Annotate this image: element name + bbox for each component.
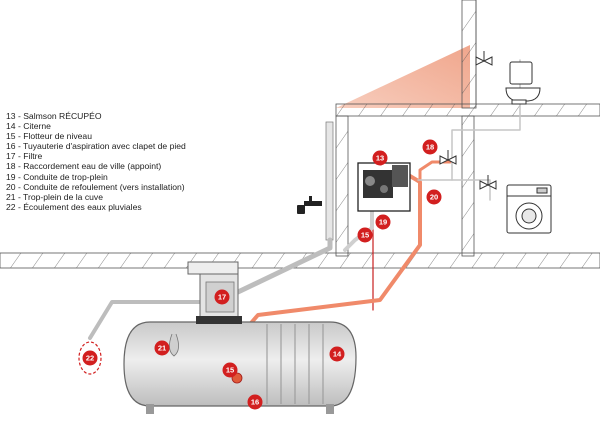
legend-item: 16 - Tuyauterie d'aspiration avec clapet… bbox=[6, 141, 186, 152]
wc-icon bbox=[505, 61, 541, 105]
legend-item: 17 - Filtre bbox=[6, 151, 43, 162]
tank bbox=[123, 321, 357, 414]
svg-text:22: 22 bbox=[86, 354, 94, 363]
city-water-pipe bbox=[418, 160, 452, 184]
callout-15-lower: 15 bbox=[222, 362, 238, 378]
svg-text:15: 15 bbox=[226, 366, 234, 375]
pump-unit-icon bbox=[357, 162, 411, 212]
callout-21: 21 bbox=[154, 340, 170, 356]
svg-text:15: 15 bbox=[361, 231, 369, 240]
callouts: 13 18 19 20 15 17 21 14 15 16 22 bbox=[82, 139, 442, 410]
legend-item: 21 - Trop-plein de la cuve bbox=[6, 191, 103, 202]
filter-manhole bbox=[187, 261, 242, 324]
outdoor-tap-icon bbox=[297, 196, 322, 214]
callout-15-upper: 15 bbox=[357, 227, 373, 243]
legend: 13 - Salmson RÉCUPÉO 14 - Citerne 15 - F… bbox=[6, 111, 186, 212]
svg-text:14: 14 bbox=[333, 350, 342, 359]
left-wall bbox=[335, 115, 349, 257]
svg-text:17: 17 bbox=[218, 293, 226, 302]
svg-text:20: 20 bbox=[430, 193, 438, 202]
soakaway bbox=[78, 341, 102, 375]
callout-17: 17 bbox=[214, 289, 230, 305]
svg-text:16: 16 bbox=[251, 398, 259, 407]
legend-item: 14 - Citerne bbox=[6, 121, 51, 132]
legend-item: 18 - Raccordement eau de ville (appoint) bbox=[6, 161, 162, 172]
callout-22: 22 bbox=[82, 350, 98, 366]
legend-item: 20 - Conduite de refoulement (vers insta… bbox=[6, 181, 185, 192]
soakaway-pipe bbox=[88, 300, 202, 340]
legend-item: 13 - Salmson RÉCUPÉO bbox=[6, 111, 102, 121]
roof bbox=[336, 45, 470, 108]
svg-text:18: 18 bbox=[426, 143, 434, 152]
svg-text:19: 19 bbox=[379, 218, 387, 227]
callout-19: 19 bbox=[375, 214, 391, 230]
legend-item: 22 - Écoulement des eaux pluviales bbox=[6, 201, 142, 212]
upper-floor-slab bbox=[335, 103, 600, 117]
legend-item: 15 - Flotteur de niveau bbox=[6, 131, 92, 142]
valve-icon bbox=[439, 51, 497, 190]
callout-18: 18 bbox=[422, 139, 438, 155]
callout-16: 16 bbox=[247, 394, 263, 410]
hot-cold-lines bbox=[417, 59, 521, 181]
washing-machine-icon bbox=[506, 184, 552, 234]
callout-20: 20 bbox=[426, 189, 442, 205]
svg-text:21: 21 bbox=[158, 344, 166, 353]
callout-14: 14 bbox=[329, 346, 345, 362]
legend-item: 19 - Conduite de trop-plein bbox=[6, 171, 108, 182]
svg-text:13: 13 bbox=[376, 154, 384, 163]
downpipe bbox=[325, 121, 334, 241]
upper-wall bbox=[461, 0, 477, 109]
partition-wall bbox=[461, 115, 475, 257]
callout-13: 13 bbox=[372, 150, 388, 166]
building bbox=[335, 0, 600, 257]
